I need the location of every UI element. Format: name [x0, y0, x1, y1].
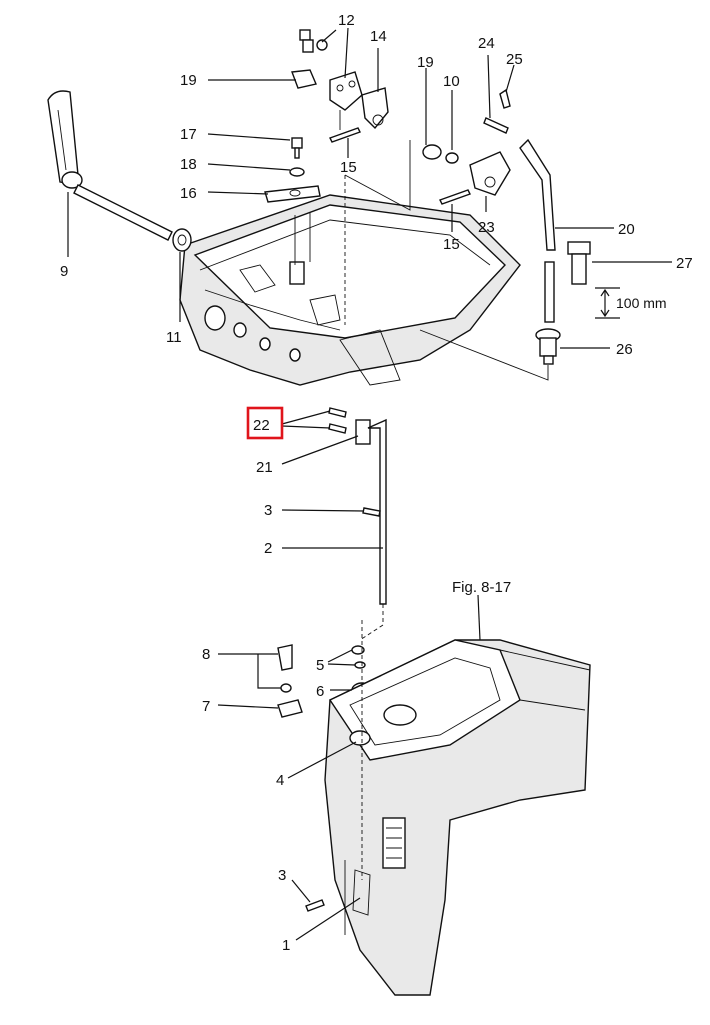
callout-19-right: 19: [417, 54, 434, 71]
callout-labels: 12 14 19 17 18 16 15 19 10 24 25 9 11 15…: [60, 12, 693, 954]
part-15-pins: [329, 127, 471, 205]
callout-19-upper: 19: [180, 72, 197, 89]
part-3-pin-upper: [362, 507, 381, 517]
callout-26: 26: [616, 341, 633, 358]
figure-reference: Fig. 8-17: [452, 579, 511, 596]
leader-lines: [67, 27, 672, 941]
bottom-cowling: [179, 194, 521, 386]
callout-10: 10: [443, 73, 460, 90]
part-3-pin-lower: [305, 899, 325, 912]
callout-3-upper: 3: [264, 502, 272, 519]
lower-casing: [324, 620, 591, 996]
callout-2: 2: [264, 540, 272, 557]
part-21-joint: [355, 419, 371, 445]
callout-17: 17: [180, 126, 197, 143]
part-22-pins: [328, 407, 347, 434]
dimension-indicator: [595, 287, 620, 319]
callout-12: 12: [338, 12, 355, 29]
callout-8: 8: [202, 646, 210, 663]
callout-22: 22: [253, 417, 270, 434]
part-12-14-brackets: [299, 29, 389, 130]
part-24-25: [483, 88, 511, 134]
part-27-nipple: [567, 241, 591, 285]
dimension-label: 100 mm: [616, 295, 667, 311]
callout-6: 6: [316, 683, 324, 700]
callout-21: 21: [256, 459, 273, 476]
callout-25: 25: [506, 51, 523, 68]
part-19-collar: [291, 69, 459, 164]
callout-15-right: 15: [443, 236, 460, 253]
callout-27: 27: [676, 255, 693, 272]
callout-24: 24: [478, 35, 495, 52]
part-20-hose: [519, 138, 556, 323]
callout-16: 16: [180, 185, 197, 202]
callout-5: 5: [316, 657, 324, 674]
callout-9: 9: [60, 263, 68, 280]
callout-20: 20: [618, 221, 635, 238]
callout-18: 18: [180, 156, 197, 173]
callout-11: 11: [166, 329, 182, 346]
callout-15-upper: 15: [340, 159, 357, 176]
callout-3-lower: 3: [278, 867, 286, 884]
part-26-grommet: [535, 328, 561, 365]
callout-4: 4: [276, 772, 284, 789]
callout-7: 7: [202, 698, 210, 715]
highlight-box: [246, 406, 284, 440]
part-7-8-bolt: [277, 644, 303, 718]
part-16-17-18: [264, 137, 321, 203]
part-23-bracket: [469, 151, 511, 196]
part-9-tiller-handle: [47, 90, 173, 241]
callout-1: 1: [282, 937, 290, 954]
callout-23: 23: [478, 219, 495, 236]
part-11-grommet: [172, 228, 192, 252]
callout-14: 14: [370, 28, 387, 45]
